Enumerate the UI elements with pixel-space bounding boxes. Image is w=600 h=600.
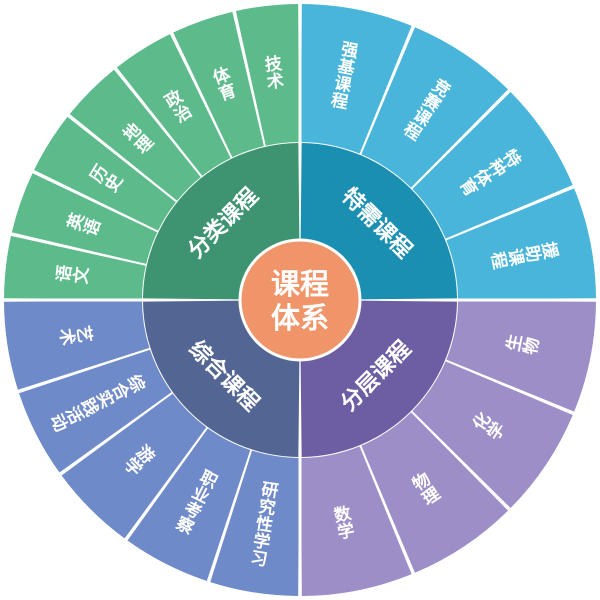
segment-label-classified-6-text: 语文 bbox=[54, 263, 93, 285]
sector-special-needs bbox=[300, 143, 457, 300]
segment-label-classified-0: 技术 bbox=[264, 53, 286, 93]
segment-label-tiered-0: 数学 bbox=[332, 502, 357, 543]
sector-classified bbox=[143, 143, 300, 300]
sector-tiered bbox=[300, 300, 457, 457]
segment-classified-2 bbox=[116, 34, 231, 176]
segment-label-special-needs-0: 援助课程 bbox=[487, 240, 562, 272]
segment-label-tiered-0-text: 数学 bbox=[332, 502, 357, 543]
segment-classified-6 bbox=[4, 235, 146, 300]
segment-label-comprehensive-4: 研究性学习 bbox=[249, 480, 280, 571]
center-hub: 课程 体系 bbox=[238, 238, 362, 362]
segment-label-classified-0-text: 技术 bbox=[264, 53, 286, 93]
outer-ring: 艺术综合实践活动游学职业考察研究性学习数学物理化学生物援助课程特种体育竞赛课程强… bbox=[4, 4, 596, 596]
segment-tiered-2 bbox=[412, 361, 573, 509]
segment-classified-0 bbox=[235, 4, 300, 146]
segment-label-tiered-3: 生物 bbox=[503, 332, 544, 356]
inner-ring: 综合课程分层课程特需课程分类课程 bbox=[143, 143, 457, 457]
segment-classified-4 bbox=[34, 116, 176, 231]
segment-comprehensive-1 bbox=[19, 349, 172, 473]
segment-label-comprehensive-0-text: 艺术 bbox=[55, 324, 96, 347]
segment-special-needs-2 bbox=[361, 27, 509, 188]
center-circle bbox=[238, 238, 362, 362]
center-label-line1: 课程 bbox=[271, 267, 329, 301]
segment-label-special-needs-3: 强基课程 bbox=[328, 39, 361, 113]
segment-special-needs-0 bbox=[446, 188, 596, 300]
sector-comprehensive bbox=[143, 300, 300, 457]
segment-special-needs-3 bbox=[300, 4, 412, 154]
segment-comprehensive-2 bbox=[61, 393, 207, 539]
segment-comprehensive-3 bbox=[127, 428, 251, 581]
segment-label-classified-6: 语文 bbox=[54, 263, 93, 285]
segment-comprehensive-4 bbox=[210, 450, 300, 596]
segment-comprehensive-0 bbox=[4, 300, 150, 390]
segment-label-classified-5-text: 英语 bbox=[63, 209, 105, 239]
segment-tiered-0 bbox=[300, 446, 412, 596]
segment-label-special-needs-0-text: 援助课程 bbox=[487, 240, 562, 272]
segment-classified-3 bbox=[69, 69, 201, 201]
segment-classified-1 bbox=[173, 11, 264, 158]
segment-label-classified-1: 体育 bbox=[210, 63, 240, 105]
segment-special-needs-1 bbox=[412, 91, 573, 239]
segment-label-classified-1-text: 体育 bbox=[210, 63, 240, 105]
segment-label-classified-5: 英语 bbox=[63, 209, 105, 239]
center-label-line2: 体系 bbox=[271, 301, 329, 335]
segment-label-special-needs-3-text: 强基课程 bbox=[328, 39, 361, 113]
segment-classified-5 bbox=[11, 173, 158, 264]
segment-label-tiered-3-text: 生物 bbox=[503, 332, 544, 356]
segment-label-comprehensive-4-text: 研究性学习 bbox=[249, 480, 280, 571]
segment-label-comprehensive-0: 艺术 bbox=[55, 324, 96, 347]
segment-tiered-3 bbox=[446, 300, 596, 412]
segment-tiered-1 bbox=[361, 412, 509, 573]
